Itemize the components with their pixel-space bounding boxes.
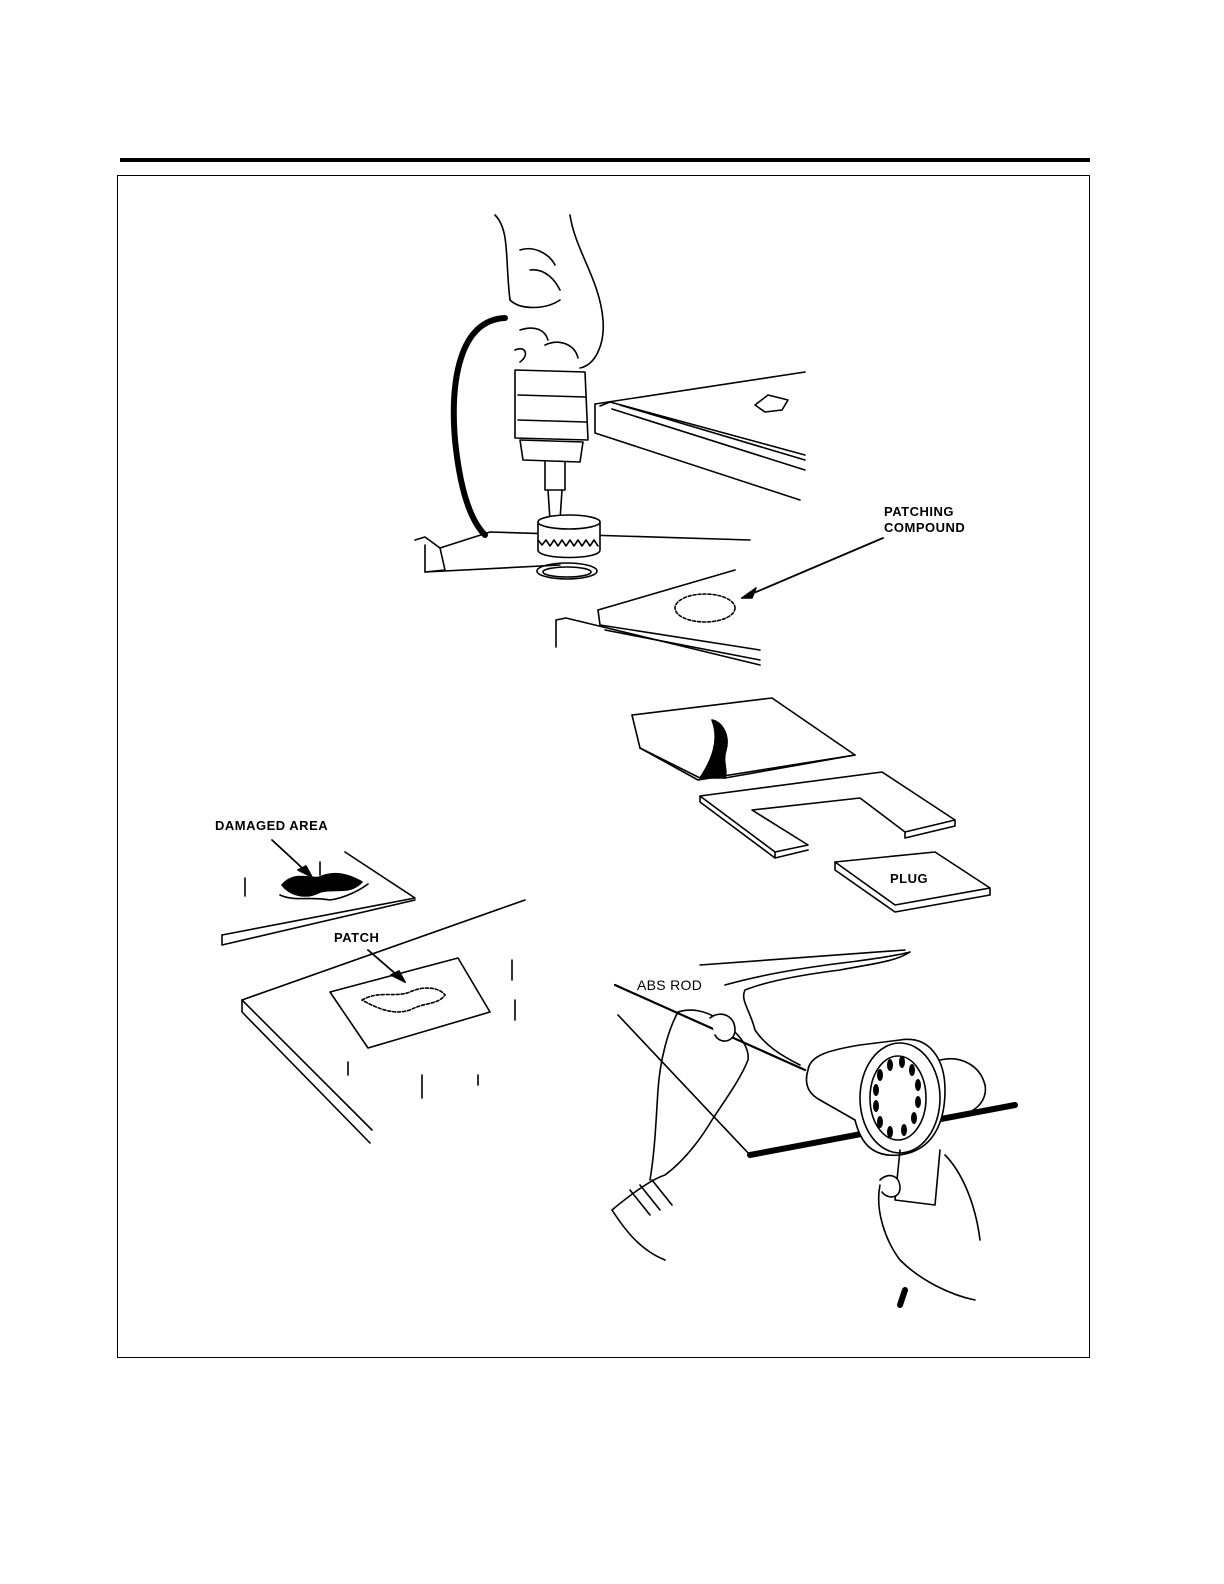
label-plug: PLUG <box>890 871 928 886</box>
patching-compound-blob <box>675 594 735 622</box>
drill-scene <box>415 215 883 665</box>
patch-sheet <box>330 958 490 1048</box>
damaged-area-crack <box>282 874 362 896</box>
label-patching-compound-line2: COMPOUND <box>884 520 965 535</box>
weld-scene <box>612 950 1015 1305</box>
label-patch: PATCH <box>334 930 379 945</box>
label-abs-rod: ABS ROD <box>637 977 702 993</box>
label-patching-compound-line1: PATCHING <box>884 504 954 519</box>
abs-rod <box>615 985 805 1070</box>
plug-scene <box>632 698 990 912</box>
label-damaged-area: DAMAGED AREA <box>215 818 328 833</box>
patch-scene <box>222 840 525 1143</box>
